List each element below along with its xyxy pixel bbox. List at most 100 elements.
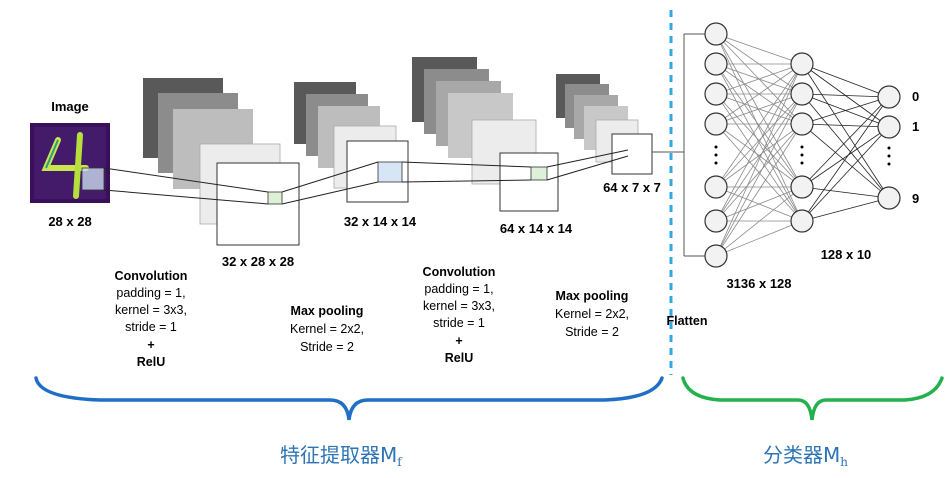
- fc-connection: [715, 33, 803, 65]
- fc-network: [652, 22, 901, 268]
- conv2-activation: RelU: [445, 351, 473, 365]
- fc-connection: [801, 126, 890, 222]
- conv2-title: Convolution: [423, 265, 496, 279]
- fc-connection: [801, 63, 890, 199]
- fc1-size-label: 3136 x 128: [726, 276, 791, 291]
- fc-connection: [715, 63, 803, 222]
- pool2-size-label: 64 x 7 x 7: [603, 180, 661, 195]
- fc-connection: [801, 123, 890, 128]
- fc-connection: [715, 33, 803, 222]
- input-size-label: 28 x 28: [48, 214, 91, 229]
- pool1-feature-maps: [294, 82, 409, 203]
- flatten-bracket: [652, 33, 706, 257]
- fc-input-neuron: [704, 209, 728, 233]
- fc-connection: [715, 123, 803, 222]
- classifier-brace: [681, 376, 944, 421]
- fc-input-neuron: [704, 112, 728, 136]
- conv2-plus: +: [455, 334, 462, 348]
- fc-connection: [715, 63, 803, 188]
- pool2-description: Max pooling Kernel = 2x2, Stride = 2: [555, 289, 629, 339]
- pool2-param-kernel: Kernel = 2x2,: [555, 307, 629, 321]
- fc-output-neuron: [877, 115, 901, 139]
- pool1-description: Max pooling Kernel = 2x2, Stride = 2: [290, 304, 364, 354]
- input-digit-image: [30, 123, 110, 203]
- fc-connection: [801, 126, 890, 188]
- conv2-param-padding: padding = 1,: [424, 282, 493, 296]
- fc-input-neuron: [704, 22, 728, 46]
- classifier-label: 分类器Mh: [763, 443, 848, 469]
- fc-neurons: [704, 22, 901, 268]
- fc-connection: [715, 123, 803, 188]
- fc-connection: [801, 186, 890, 199]
- pool1-size-label: 32 x 14 x 14: [344, 214, 417, 229]
- pool2-param-stride: Stride = 2: [565, 325, 619, 339]
- fc-hidden-neuron: [790, 52, 814, 76]
- fc-connection: [715, 220, 803, 257]
- fc-connection: [715, 93, 803, 125]
- fc-connection: [715, 93, 803, 222]
- extractor-label-text: 特征提取器M: [280, 443, 397, 467]
- extractor-brace: [34, 376, 664, 421]
- conv1-description: Convolution padding = 1, kernel = 3x3, s…: [115, 269, 188, 369]
- fc-connections: [715, 33, 890, 257]
- pool1-param-stride: Stride = 2: [300, 340, 354, 354]
- pool2-feature-maps: [556, 74, 653, 175]
- fc-connection: [715, 63, 803, 95]
- conv1-title: Convolution: [115, 269, 188, 283]
- fc-hidden-neuron: [790, 112, 814, 136]
- fc-hidden-neuron: [790, 209, 814, 233]
- fc-input-neuron: [704, 175, 728, 199]
- conv1-feature-maps: [143, 78, 300, 246]
- pool1-param-kernel: Kernel = 2x2,: [290, 322, 364, 336]
- output-label-9: 9: [912, 191, 919, 206]
- fc-ellipsis-dots: [714, 145, 891, 166]
- pool1-title: Max pooling: [291, 304, 364, 318]
- fc-connection: [715, 33, 803, 188]
- fc-connection: [715, 63, 803, 257]
- fc-connection: [801, 197, 890, 222]
- fc-connection: [715, 186, 803, 257]
- fc-input-neuron: [704, 82, 728, 106]
- conv1-param-padding: padding = 1,: [116, 286, 185, 300]
- conv1-param-kernel: kernel = 3x3,: [115, 303, 187, 317]
- extractor-label-subscript: f: [397, 455, 403, 469]
- fc-input-neuron: [704, 244, 728, 268]
- conv2-param-stride: stride = 1: [433, 316, 485, 330]
- fc-connection: [715, 93, 803, 257]
- fc-connection: [715, 93, 803, 188]
- pool2-title: Max pooling: [556, 289, 629, 303]
- fc-output-neuron: [877, 85, 901, 109]
- conv1-activation: RelU: [137, 355, 165, 369]
- conv2-param-kernel: kernel = 3x3,: [423, 299, 495, 313]
- input-label: Image: [51, 99, 89, 114]
- fc-connection: [801, 123, 890, 199]
- classifier-label-text: 分类器M: [763, 443, 840, 467]
- fc-hidden-neuron: [790, 82, 814, 106]
- conv1-size-label: 32 x 28 x 28: [222, 254, 294, 269]
- flatten-label: Flatten: [667, 314, 708, 328]
- fc-connection: [715, 186, 803, 222]
- fc2-size-label: 128 x 10: [821, 247, 872, 262]
- fc-connection: [715, 123, 803, 257]
- fc-hidden-neuron: [790, 175, 814, 199]
- extractor-label: 特征提取器Mf: [280, 443, 403, 469]
- output-label-0: 0: [912, 89, 919, 104]
- fc-output-neuron: [877, 186, 901, 210]
- fc-connection: [801, 96, 890, 125]
- conv2-size-label: 64 x 14 x 14: [500, 221, 573, 236]
- fc-connection: [715, 63, 803, 125]
- fc-connection: [801, 63, 890, 98]
- conv2-description: Convolution padding = 1, kernel = 3x3, s…: [423, 265, 496, 365]
- conv1-param-stride: stride = 1: [125, 320, 177, 334]
- fc-connection: [801, 93, 890, 199]
- fc-connection: [801, 93, 890, 98]
- fc-connection: [801, 96, 890, 222]
- fc-connection: [801, 96, 890, 188]
- conv2-feature-maps: [412, 57, 559, 212]
- classifier-label-subscript: h: [840, 455, 848, 469]
- conv1-plus: +: [147, 338, 154, 352]
- output-label-1: 1: [912, 119, 919, 134]
- receptive-field-lines: [103, 149, 629, 205]
- fc-input-neuron: [704, 52, 728, 76]
